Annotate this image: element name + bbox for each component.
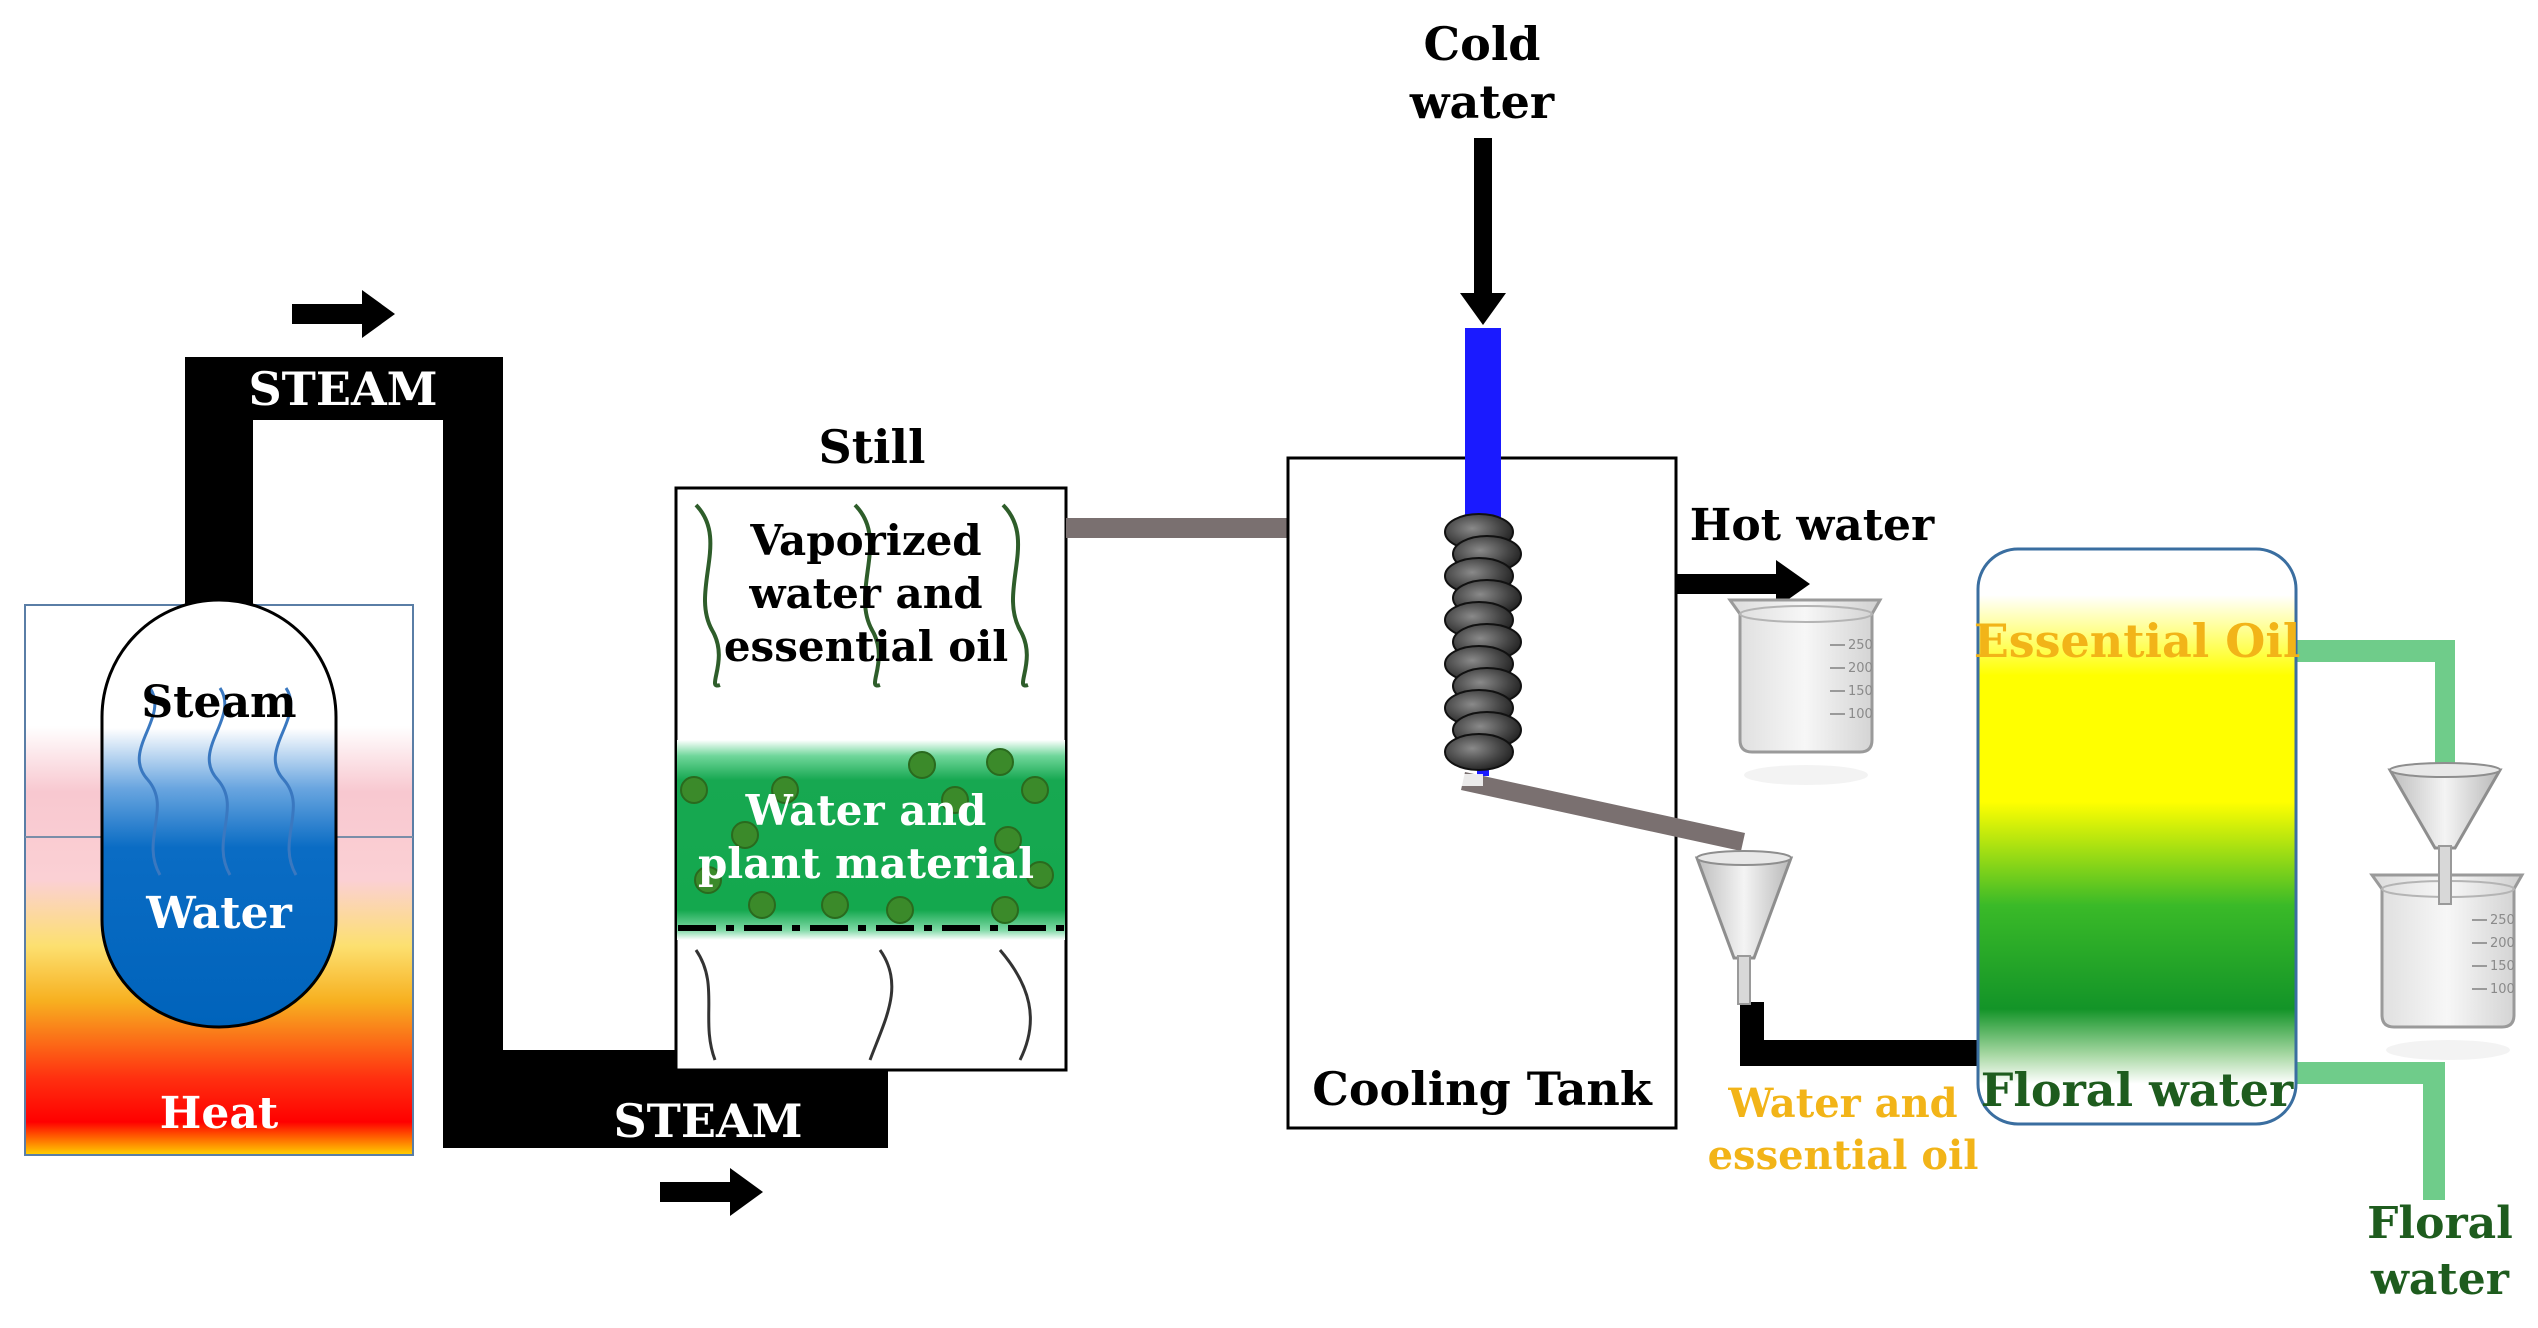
condensate-pipe bbox=[1453, 772, 1745, 851]
floral-output-line1: Floral bbox=[2367, 1198, 2513, 1249]
plant-particle bbox=[986, 748, 1014, 776]
plant-particle bbox=[694, 866, 722, 894]
funnel-icon bbox=[2387, 762, 2503, 905]
right-arrow-icon bbox=[1676, 560, 1810, 608]
right-arrow-icon bbox=[660, 1168, 763, 1216]
beaker-scale-150: 150 bbox=[1848, 684, 1873, 699]
beaker-scale-250: 250 bbox=[2490, 913, 2515, 928]
still-vapor-line2: water and bbox=[748, 569, 982, 618]
cooling-tank-label: Cooling Tank bbox=[1312, 1062, 1653, 1116]
mixture-pipe bbox=[1740, 1002, 1978, 1066]
oil-outlet-pipe bbox=[2295, 640, 2455, 780]
plant-particle bbox=[994, 826, 1022, 854]
beaker-scale-250: 250 bbox=[1848, 638, 1873, 653]
cold-water-line1: Cold bbox=[1424, 17, 1541, 71]
still-plant-line2: plant material bbox=[698, 839, 1034, 888]
separator-vessel bbox=[1976, 547, 2298, 1126]
beaker-scale-100: 100 bbox=[2490, 982, 2515, 997]
beaker-icon: 250 200 150 100 bbox=[1727, 598, 1883, 785]
beaker-scale-200: 200 bbox=[1848, 661, 1873, 676]
plant-particle bbox=[941, 786, 969, 814]
cold-water-line2: water bbox=[1409, 75, 1555, 129]
plant-particle bbox=[731, 821, 759, 849]
plant-particle bbox=[1021, 776, 1049, 804]
floral-water-label: Floral water bbox=[1981, 1063, 2294, 1117]
boiler-heat-label: Heat bbox=[160, 1088, 279, 1139]
boiler bbox=[24, 598, 414, 1156]
floral-output-line2: water bbox=[2370, 1254, 2510, 1305]
essential-oil-label: Essential Oil bbox=[1974, 614, 2301, 668]
down-arrow-icon bbox=[1460, 138, 1506, 325]
plant-particle bbox=[748, 891, 776, 919]
mixture-line2: essential oil bbox=[1708, 1132, 1979, 1179]
plant-particle bbox=[886, 896, 914, 924]
right-arrow-icon bbox=[292, 290, 395, 338]
plant-particle bbox=[771, 776, 799, 804]
plant-particle bbox=[908, 751, 936, 779]
plant-material-dots bbox=[680, 748, 1054, 924]
beaker-scale-150: 150 bbox=[2490, 959, 2515, 974]
funnel-icon bbox=[1694, 850, 1794, 1005]
plant-particle bbox=[680, 776, 708, 804]
boiler-steam-label: Steam bbox=[141, 677, 296, 728]
mixture-line1: Water and bbox=[1727, 1080, 1957, 1127]
steam-top-label: STEAM bbox=[248, 362, 437, 416]
still-title: Still bbox=[819, 420, 926, 474]
coil-turn bbox=[1444, 733, 1514, 771]
still-plant-line1: Water and bbox=[745, 786, 987, 835]
beaker-scale-100: 100 bbox=[1848, 707, 1873, 722]
plant-particle bbox=[821, 891, 849, 919]
beaker-scale-200: 200 bbox=[2490, 936, 2515, 951]
boiler-water-label: Water bbox=[145, 888, 292, 939]
floral-outlet-pipe bbox=[2295, 1062, 2445, 1200]
plant-particle bbox=[1026, 861, 1054, 889]
plant-particle bbox=[991, 896, 1019, 924]
hot-water-label: Hot water bbox=[1690, 500, 1935, 551]
still-vapor-line3: essential oil bbox=[724, 622, 1008, 671]
steam-bottom-label: STEAM bbox=[613, 1094, 802, 1148]
condenser-coil-icon bbox=[1444, 513, 1522, 771]
still-vapor-line1: Vaporized bbox=[749, 516, 981, 565]
